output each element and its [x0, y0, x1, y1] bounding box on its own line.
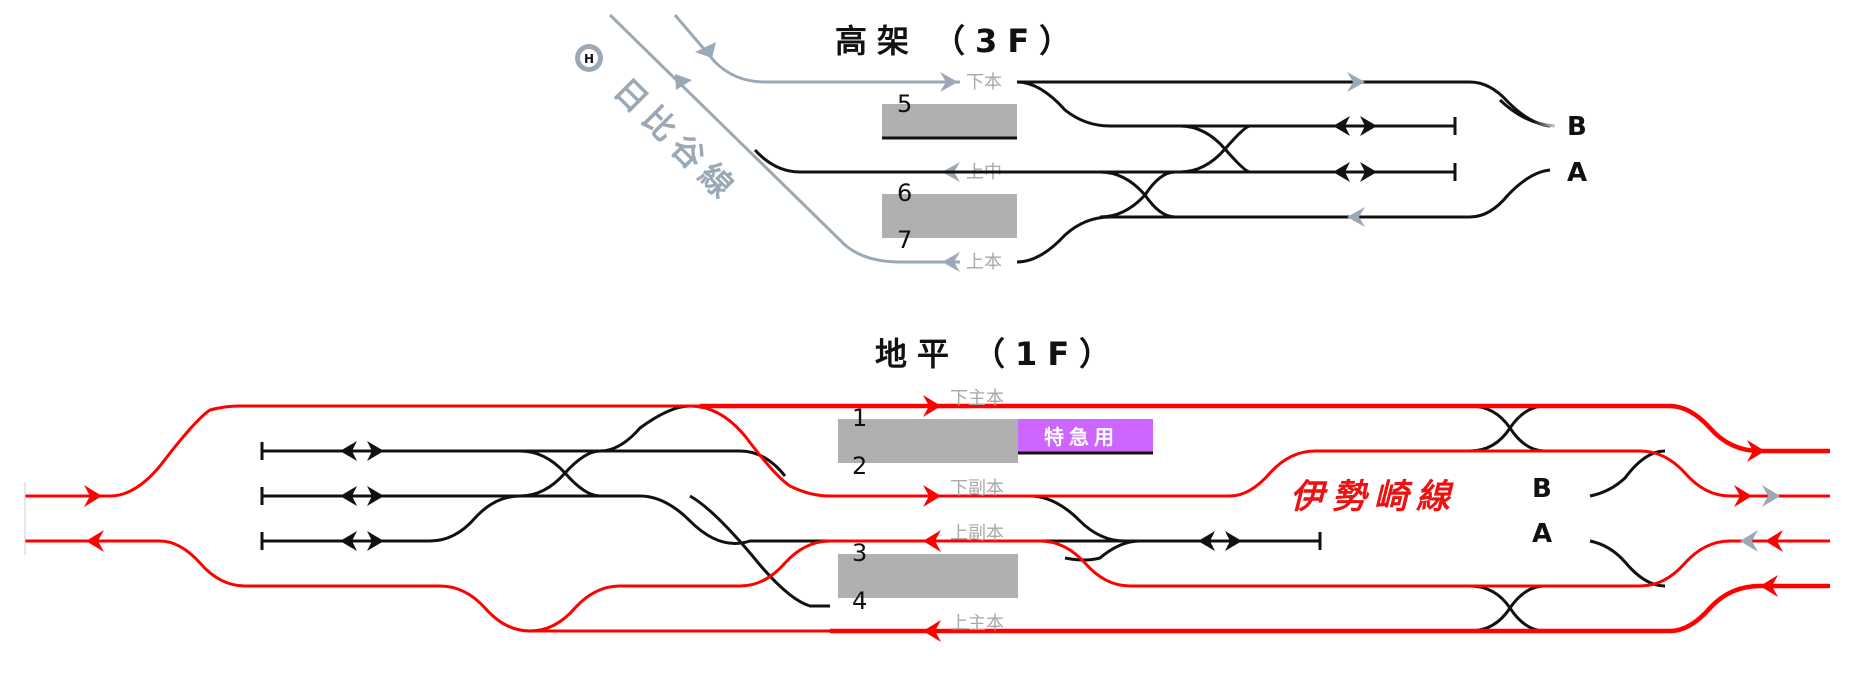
platform-number: 4 [852, 587, 867, 615]
bidirectional-arrow-icon [340, 531, 384, 551]
track-up-main [1016, 168, 1551, 264]
hibiya-line-name: 日比谷線 [606, 71, 746, 211]
track-to-b [1589, 449, 1666, 498]
platform-number: 2 [852, 452, 867, 480]
arrow-right-icon [1747, 440, 1765, 462]
platform-6-7 [882, 194, 1017, 238]
ise-up-main-thick [830, 583, 1830, 634]
crossover [519, 404, 691, 498]
bidirectional-arrow-icon [1333, 162, 1377, 182]
arrow-right-icon [1347, 72, 1365, 92]
siding-right [1029, 494, 1126, 543]
direction-label-a: A [1532, 519, 1552, 549]
arrow-left-icon [1765, 530, 1783, 552]
direction-label-b: B [1567, 112, 1587, 142]
crossover [1099, 170, 1176, 219]
direction-label-a: A [1567, 158, 1587, 188]
hibiya-up-track [608, 13, 960, 264]
arrow-right-icon [923, 485, 941, 507]
platform-number: 3 [852, 539, 867, 567]
arrow-down-icon [695, 42, 716, 58]
platform-3-4 [838, 554, 1018, 598]
arrow-left-icon [1740, 530, 1758, 552]
ground-floor: 地平（1F） [24, 335, 1830, 642]
platform-number: 1 [852, 404, 867, 432]
track-label-up-sub: 上副本 [950, 523, 1004, 544]
special-express-platform [1018, 419, 1153, 453]
hibiya-line-badge-inner [580, 49, 598, 67]
track-label-up-main: 上主本 [950, 613, 1004, 634]
track-fade [1498, 98, 1556, 128]
arrow-right-icon [923, 395, 941, 417]
arrow-right-icon [84, 485, 102, 507]
ise-down-platform2 [689, 404, 1830, 498]
track-label-down-main: 下本 [966, 72, 1002, 93]
arrow-left-icon [942, 252, 960, 272]
crossover [1469, 404, 1546, 453]
arrow-left-icon [923, 530, 941, 552]
crossover [1469, 584, 1546, 633]
crossover-diagonal [689, 494, 830, 608]
crossover [1469, 584, 1546, 633]
hibiya-down-track [673, 14, 960, 84]
bidirectional-arrow-icon [1333, 116, 1377, 136]
bidirectional-arrow-icon [1198, 531, 1242, 551]
arrow-left-icon [1347, 207, 1365, 227]
arrow-right-icon [940, 72, 958, 92]
arrow-left-icon [923, 620, 941, 642]
arrow-right-icon [1762, 485, 1780, 507]
siding-2 [262, 494, 1320, 545]
upper-floor: 高架（3F） H 日比谷線 5 6 7 下本 上中 上本 [575, 13, 1587, 273]
crossover [1469, 404, 1546, 453]
track-label-down-sub: 下副本 [950, 478, 1004, 499]
crossover [519, 449, 601, 498]
track-up-middle [753, 148, 1455, 174]
track-siding-1 [1016, 80, 1455, 128]
platform-1-2 [838, 419, 1018, 463]
arrow-up-icon [675, 74, 692, 90]
special-express-label: 特急用 [1044, 425, 1119, 449]
hibiya-line-badge-letter: H [584, 52, 594, 66]
bidirectional-arrow-icon [340, 441, 384, 461]
arrow-left-icon [1760, 575, 1778, 597]
track-label-down-main: 下主本 [950, 388, 1004, 409]
track-down-main [1017, 80, 1551, 128]
ise-up-track-1 [25, 539, 1830, 633]
direction-label-b: B [1532, 474, 1552, 504]
arrow-right-icon [1734, 485, 1752, 507]
ise-down-main [25, 404, 1480, 498]
platform-number: 5 [897, 90, 912, 118]
track-to-a [1589, 539, 1666, 588]
platform-number: 7 [897, 226, 912, 254]
svg-text:日比谷線: 日比谷線 [606, 71, 746, 211]
platform-number: 6 [897, 179, 912, 207]
bidirectional-arrow-icon [340, 486, 384, 506]
ise-line-name: 伊勢崎線 [1290, 477, 1458, 517]
upper-floor-title: 高架（3F） [835, 22, 1081, 60]
crossover [1099, 170, 1176, 219]
siding-3 [262, 494, 521, 543]
crossover [1179, 124, 1251, 174]
siding-right-branch [1064, 539, 1141, 562]
siding-1 [262, 449, 787, 477]
track-label-up-main: 上本 [966, 252, 1002, 273]
ground-floor-title: 地平（1F） [875, 335, 1121, 373]
ise-down-main-thick [700, 403, 1830, 454]
arrow-left-icon [86, 530, 104, 552]
platform-5 [882, 104, 1017, 138]
